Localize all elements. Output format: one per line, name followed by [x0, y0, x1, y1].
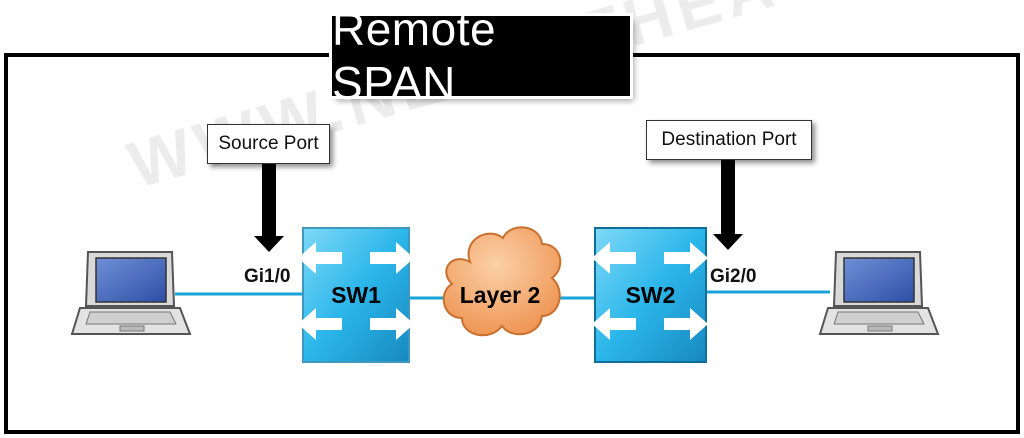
- destination-port-label: Destination Port: [646, 120, 812, 160]
- sw2-port-label: Gi2/0: [710, 266, 757, 287]
- arrow-down-icon: [713, 158, 743, 250]
- source-port-label: Source Port: [207, 124, 330, 164]
- diagram-title: Remote SPAN: [332, 3, 630, 109]
- laptop-icon: [818, 251, 940, 335]
- sw2-label: SW2: [625, 282, 676, 308]
- laptop-icon: [70, 251, 192, 335]
- sw1-port-label: Gi1/0: [244, 266, 291, 287]
- sw1-label: SW1: [331, 282, 381, 308]
- cloud-label: Layer 2: [459, 282, 541, 308]
- cloud-icon: [442, 226, 562, 337]
- switch-icon: [592, 227, 708, 363]
- switch-icon: [298, 227, 414, 363]
- arrow-down-icon: [254, 162, 284, 252]
